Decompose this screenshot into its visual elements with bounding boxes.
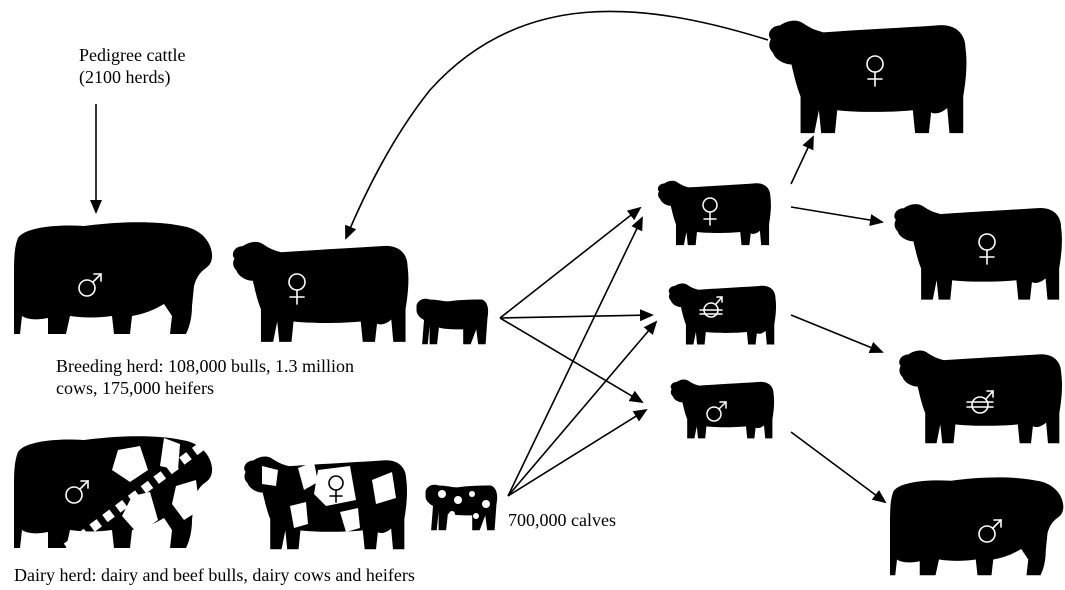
pedigree-label: Pedigree cattle (2100 herds) bbox=[79, 44, 185, 88]
dairy-cow bbox=[244, 457, 407, 550]
young-bull bbox=[671, 379, 774, 438]
breeding-cow bbox=[233, 242, 409, 342]
breeding-herd-label: Breeding herd: 108,000 bulls, 1.3 millio… bbox=[56, 355, 354, 399]
finished-steer bbox=[899, 351, 1062, 444]
finished-bull bbox=[890, 477, 1063, 575]
finished-heifer bbox=[894, 204, 1062, 299]
dairy-herd-label: Dairy herd: dairy and beef bulls, dairy … bbox=[14, 564, 415, 586]
calves-label: 700,000 calves bbox=[508, 509, 616, 531]
dairy-bull bbox=[14, 436, 212, 576]
breeding-calf bbox=[417, 299, 489, 345]
to-finished-arrows bbox=[791, 137, 885, 502]
young-steer bbox=[669, 283, 776, 344]
dairy-calf bbox=[426, 485, 498, 531]
dairy-to-calves-arrows bbox=[508, 218, 656, 496]
pedigree-label-line2: (2100 herds) bbox=[79, 66, 185, 88]
replacement-heifer bbox=[769, 21, 966, 133]
breeding-to-calves-arrows bbox=[500, 208, 652, 402]
young-heifer bbox=[658, 181, 771, 245]
breeding-bull bbox=[14, 222, 212, 334]
breeding-herd-label-line1: Breeding herd: 108,000 bulls, 1.3 millio… bbox=[56, 355, 354, 377]
pedigree-label-line1: Pedigree cattle bbox=[79, 44, 185, 66]
breeding-herd-label-line2: cows, 175,000 heifers bbox=[56, 377, 354, 399]
